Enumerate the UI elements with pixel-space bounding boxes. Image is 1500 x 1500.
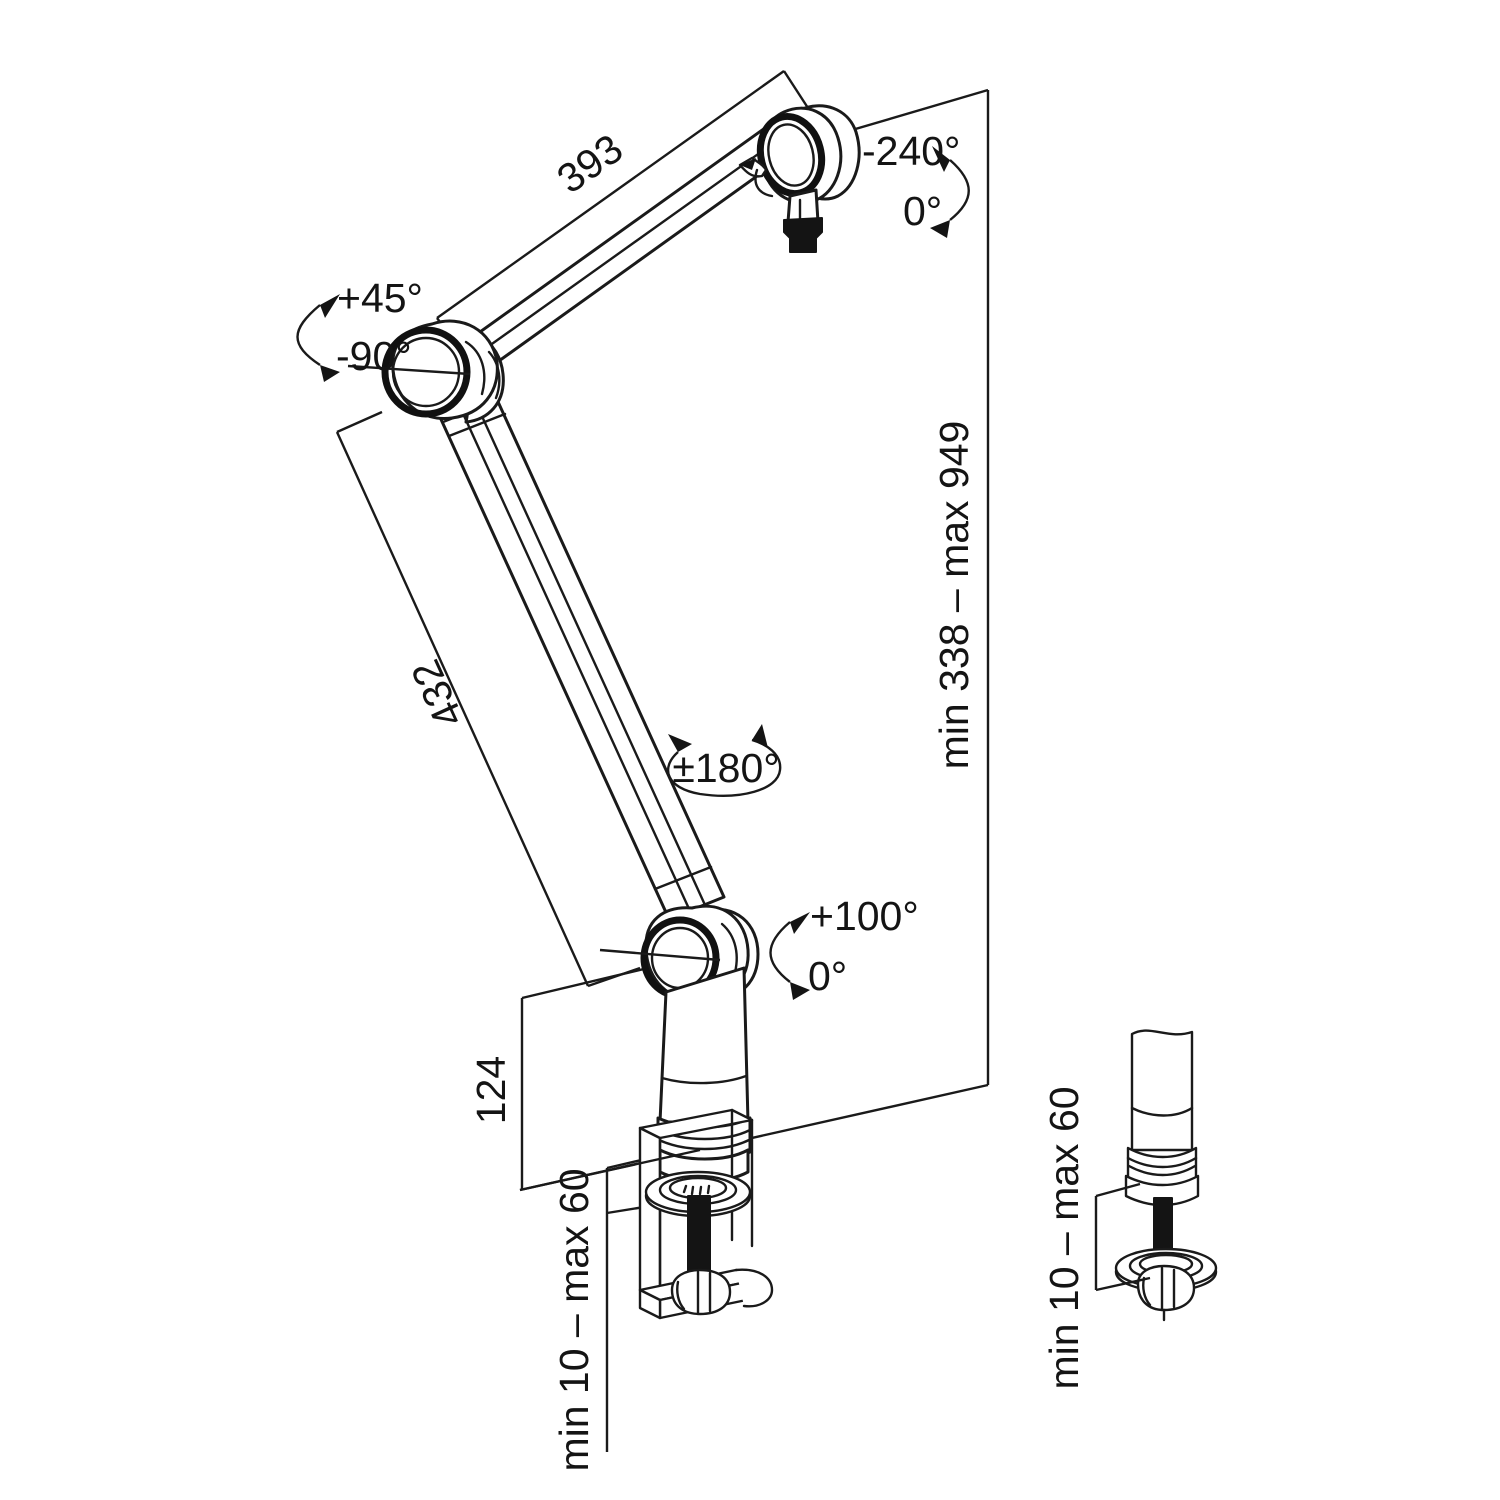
angle-label-base-max: +100° xyxy=(810,893,919,939)
dim-label-432: 432 xyxy=(402,653,472,734)
angle-label-mic-min: 0° xyxy=(903,188,942,234)
dim-label-393: 393 xyxy=(549,125,631,202)
angle-annotation-rotation: ±180° xyxy=(666,724,782,797)
dim-label-grommet-thickness: min 10 – max 60 xyxy=(1041,1086,1087,1389)
angle-label-elbow-max: +45° xyxy=(337,275,423,321)
dim-label-clamp-thickness: min 10 – max 60 xyxy=(551,1168,597,1471)
mic-end-joint xyxy=(738,104,861,253)
angle-label-elbow-min: -90° xyxy=(336,333,412,379)
angle-annotation-elbow-joint: +45° -90° xyxy=(296,275,423,382)
angle-annotation-base-joint: +100° 0° xyxy=(769,893,919,1000)
angle-label-base-min: 0° xyxy=(808,953,847,999)
lower-arm-tube xyxy=(432,380,726,921)
angle-label-mic-max: -240° xyxy=(862,128,960,174)
angle-label-rotation: ±180° xyxy=(672,745,779,791)
elbow-joint xyxy=(347,319,505,424)
dim-label-total-height: min 338 – max 949 xyxy=(931,421,977,770)
dimension-labels: 393 432 124 min 338 – max 949 min 10 – m… xyxy=(402,125,1087,1472)
desk-clamp xyxy=(519,1108,774,1320)
grommet-mount-detail-view xyxy=(1094,1029,1218,1322)
dim-label-124: 124 xyxy=(468,1056,514,1124)
angle-annotation-mic-joint: -240° 0° xyxy=(862,128,970,238)
base-joint xyxy=(599,904,760,1183)
